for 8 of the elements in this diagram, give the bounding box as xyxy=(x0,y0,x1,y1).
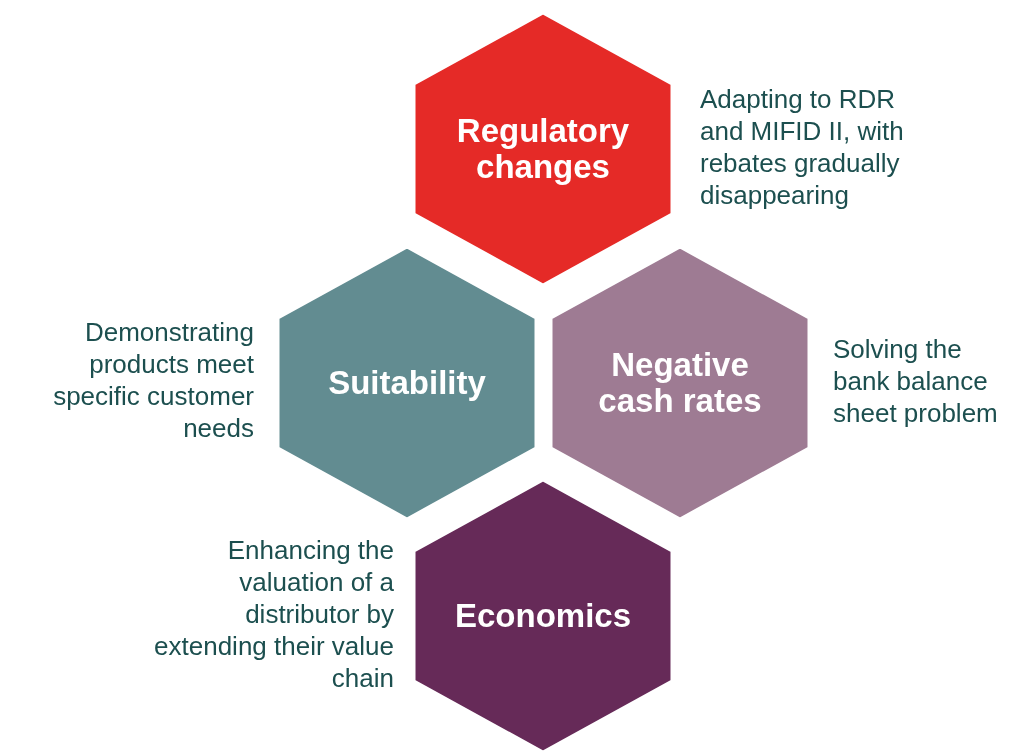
hexagon-label: Economics xyxy=(453,597,633,635)
hexagon-label: Suitability xyxy=(327,364,487,402)
description-text: Solving the bank balance sheet problem xyxy=(833,333,999,429)
hexagon-label: Negative cash rates xyxy=(597,346,763,420)
description-text: Demonstrating products meet specific customer needs xyxy=(52,316,254,444)
hexagon-label: Regulatory changes xyxy=(455,112,631,186)
description-text: Adapting to RDR and MIFID II, with rebates gradually disappearing xyxy=(700,83,905,211)
description-text: Enhancing the valuation of a distributor by extending their value chain xyxy=(153,534,394,694)
